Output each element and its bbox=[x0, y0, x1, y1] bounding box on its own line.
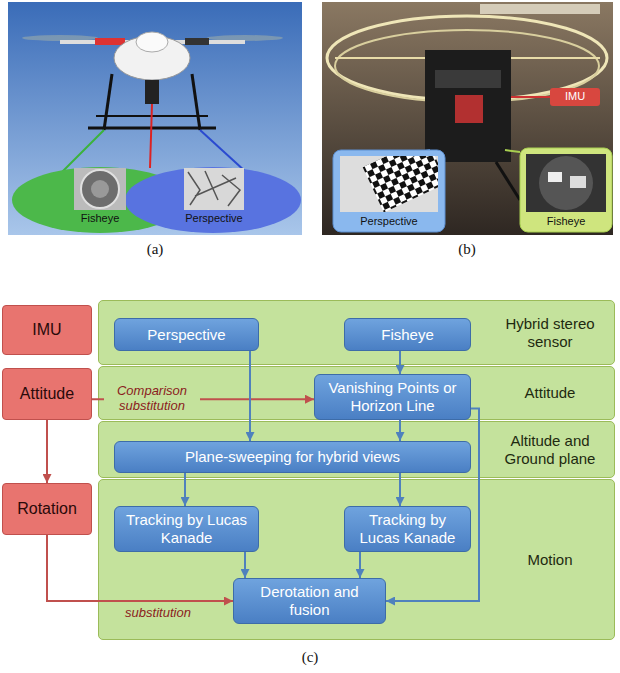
flow-arrow bbox=[249, 351, 251, 441]
photo-label: Perspective bbox=[176, 212, 252, 225]
process-box: Plane-sweeping for hybrid views bbox=[114, 441, 471, 473]
flow-arrow bbox=[399, 420, 401, 441]
process-box: Fisheye bbox=[344, 318, 471, 351]
photo-label: Perspective bbox=[340, 215, 438, 228]
band-title: Hybrid stereo sensor bbox=[490, 315, 610, 350]
photo-label: Fisheye bbox=[68, 212, 132, 225]
process-box: Vanishing Points or Horizon Line bbox=[314, 374, 471, 420]
process-label: Vanishing Points or Horizon Line bbox=[321, 379, 464, 415]
flow-arrow bbox=[386, 409, 479, 602]
process-box: Tracking by Lucas Kanade bbox=[344, 506, 471, 552]
process-label: Derotation and fusion bbox=[240, 583, 379, 619]
process-label: Fisheye bbox=[381, 326, 434, 344]
sensor-label: Rotation bbox=[17, 499, 77, 518]
flow-arrow bbox=[184, 473, 186, 506]
layer-band: Hybrid stereo sensor Perspective Fisheye bbox=[98, 300, 615, 365]
process-label: Plane-sweeping for hybrid views bbox=[185, 448, 400, 466]
process-label: Tracking by Lucas Kanade bbox=[121, 511, 252, 547]
sensor-box: Attitude bbox=[2, 368, 92, 420]
process-label: Perspective bbox=[147, 326, 225, 344]
subfigure-caption: (b) bbox=[447, 240, 487, 258]
flow-arrow bbox=[244, 552, 246, 578]
edge-label: substitution bbox=[108, 605, 208, 622]
sensor-label: Attitude bbox=[20, 384, 74, 403]
process-box: Derotation and fusion bbox=[233, 578, 386, 624]
band-title: Altitude and Ground plane bbox=[490, 432, 610, 467]
layer-band: Altitude and Ground plane Plane-sweeping … bbox=[98, 421, 615, 478]
edge-label: Comparison substitution bbox=[104, 383, 200, 415]
sensor-box: Rotation bbox=[2, 483, 92, 535]
flow-arrow bbox=[399, 351, 401, 374]
subfigure-caption: (a) bbox=[135, 240, 175, 258]
process-label: Tracking by Lucas Kanade bbox=[351, 511, 464, 547]
subfigure-caption: (c) bbox=[290, 648, 330, 666]
sensor-label: IMU bbox=[32, 320, 61, 339]
band-title: Motion bbox=[490, 551, 610, 568]
band-title: Attitude bbox=[490, 384, 610, 401]
process-box: Perspective bbox=[114, 318, 259, 351]
sensor-box: IMU bbox=[2, 305, 92, 355]
photo-label: IMU bbox=[550, 90, 600, 103]
process-box: Tracking by Lucas Kanade bbox=[114, 506, 259, 552]
flow-arrow bbox=[399, 473, 401, 506]
photo-label: Fisheye bbox=[522, 215, 610, 228]
flow-arrow bbox=[359, 552, 361, 578]
imu-substitution-arrow bbox=[46, 420, 48, 483]
imu-substitution-arrow bbox=[47, 535, 233, 601]
